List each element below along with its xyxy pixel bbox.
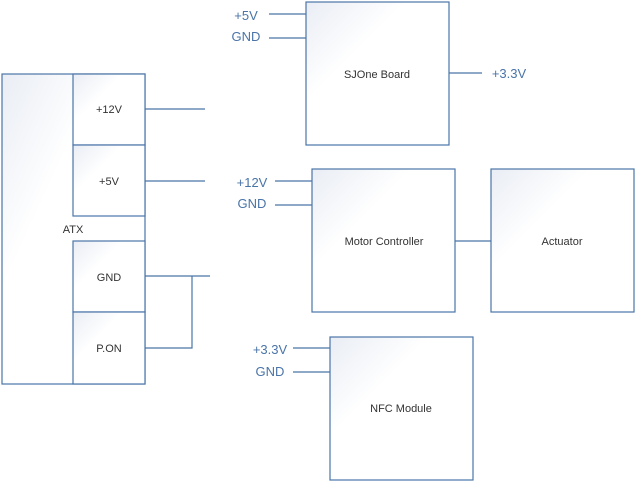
sjone-box xyxy=(305,1,450,146)
nfc-input-gnd-label: GND xyxy=(256,364,285,379)
atx-pin-12v xyxy=(72,73,146,146)
nfc-input-3v3-label: +3.3V xyxy=(253,342,288,357)
motor-input-gnd-label: GND xyxy=(238,196,267,211)
atx-pin-pon xyxy=(72,311,146,385)
wire-pon-gnd-jumper xyxy=(145,276,193,349)
nfc-module-label: NFC Module xyxy=(370,403,432,415)
motor-input-12v-label: +12V xyxy=(237,175,268,190)
motor-controller-label: Motor Controller xyxy=(345,236,424,248)
sjone-label: SJOne Board xyxy=(344,69,410,81)
nfc-module-box xyxy=(329,336,474,481)
actuator-box xyxy=(490,168,635,313)
sjone-input-gnd-label: GND xyxy=(232,29,261,44)
sjone-block: SJOne Board xyxy=(305,1,450,146)
actuator-label: Actuator xyxy=(542,236,583,248)
actuator-block: Actuator xyxy=(490,168,635,313)
atx-label: ATX xyxy=(63,224,84,236)
atx-pin-5v xyxy=(72,144,146,217)
atx-pin-gnd-label: GND xyxy=(97,272,122,284)
atx-pin-pon-label: P.ON xyxy=(96,343,122,355)
motor-controller-block: Motor Controller xyxy=(311,168,456,313)
sjone-output-3v3-label: +3.3V xyxy=(492,66,527,81)
motor-controller-box xyxy=(311,168,456,313)
sjone-input-5v-label: +5V xyxy=(234,8,258,23)
atx-pin-12v-label: +12V xyxy=(96,104,123,116)
nfc-module-block: NFC Module xyxy=(329,336,474,481)
atx-pin-5v-label: +5V xyxy=(99,176,120,188)
atx-block: ATX +12V +5V GND P.ON xyxy=(1,73,146,385)
